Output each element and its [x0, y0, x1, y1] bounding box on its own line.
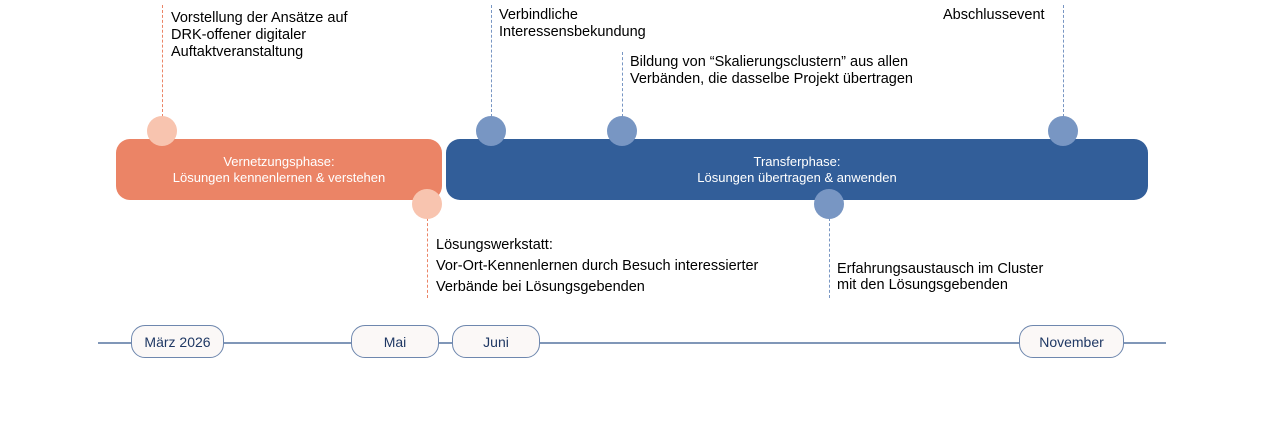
event-line: Abschlussevent: [943, 7, 1045, 23]
event-line: Vorstellung der Ansätze auf: [171, 10, 348, 26]
phase-transfer: Transferphase: Lösungen übertragen & anw…: [446, 139, 1148, 200]
event-line: Bildung von “Skalierungsclustern” aus al…: [630, 54, 909, 70]
connector-werkstatt: [427, 218, 428, 298]
event-austausch: Erfahrungsaustausch im Cluster mit den L…: [837, 261, 1043, 293]
connector-auftakt: [162, 5, 163, 117]
event-line: Vor-Ort-Kennenlernen durch Besuch intere…: [436, 258, 759, 274]
milestone-dot-abschluss: [1048, 116, 1078, 146]
milestone-dot-cluster: [607, 116, 637, 146]
event-auftakt: Vorstellung der Ansätze auf DRK-offener …: [171, 10, 348, 61]
timeline-label-mai: Mai: [351, 325, 439, 358]
event-line: Verbindliche: [499, 7, 578, 23]
connector-cluster: [622, 52, 623, 117]
event-line: Lösungswerkstatt:: [436, 237, 553, 253]
event-line: DRK-offener digitaler: [171, 27, 307, 43]
event-line: Auftaktveranstaltung: [171, 44, 304, 60]
event-werkstatt: Lösungswerkstatt: Vor-Ort-Kennenlernen d…: [436, 235, 758, 298]
connector-abschluss: [1063, 5, 1064, 117]
connector-austausch: [829, 218, 830, 298]
event-line: Erfahrungsaustausch im Cluster: [837, 261, 1044, 277]
phase-title: Vernetzungsphase:: [223, 153, 335, 169]
phase-vernetzung: Vernetzungsphase: Lösungen kennenlernen …: [116, 139, 442, 200]
phase-subtitle: Lösungen kennenlernen & verstehen: [172, 169, 386, 185]
milestone-dot-austausch: [814, 189, 844, 219]
milestone-dot-interesse: [476, 116, 506, 146]
connector-interesse: [491, 5, 492, 117]
phase-title: Transferphase:: [753, 153, 841, 169]
event-line: mit den Lösungsgebenden: [837, 277, 1008, 293]
event-line: Interessensbekundung: [499, 24, 646, 40]
timeline-label-juni: Juni: [452, 325, 540, 358]
event-line: Verbände bei Lösungsgebenden: [436, 279, 645, 295]
milestone-dot-werkstatt: [412, 189, 442, 219]
event-interesse: Verbindliche Interessensbekundung: [499, 7, 646, 41]
timeline-label-maerz: März 2026: [131, 325, 224, 358]
phase-subtitle: Lösungen übertragen & anwenden: [697, 169, 897, 185]
milestone-dot-auftakt: [147, 116, 177, 146]
event-abschluss: Abschlussevent: [943, 7, 1045, 24]
timeline-axis: [98, 342, 1166, 344]
event-line: Verbänden, die dasselbe Projekt übertrag…: [630, 71, 913, 87]
timeline-label-november: November: [1019, 325, 1124, 358]
event-cluster: Bildung von “Skalierungsclustern” aus al…: [630, 54, 913, 88]
